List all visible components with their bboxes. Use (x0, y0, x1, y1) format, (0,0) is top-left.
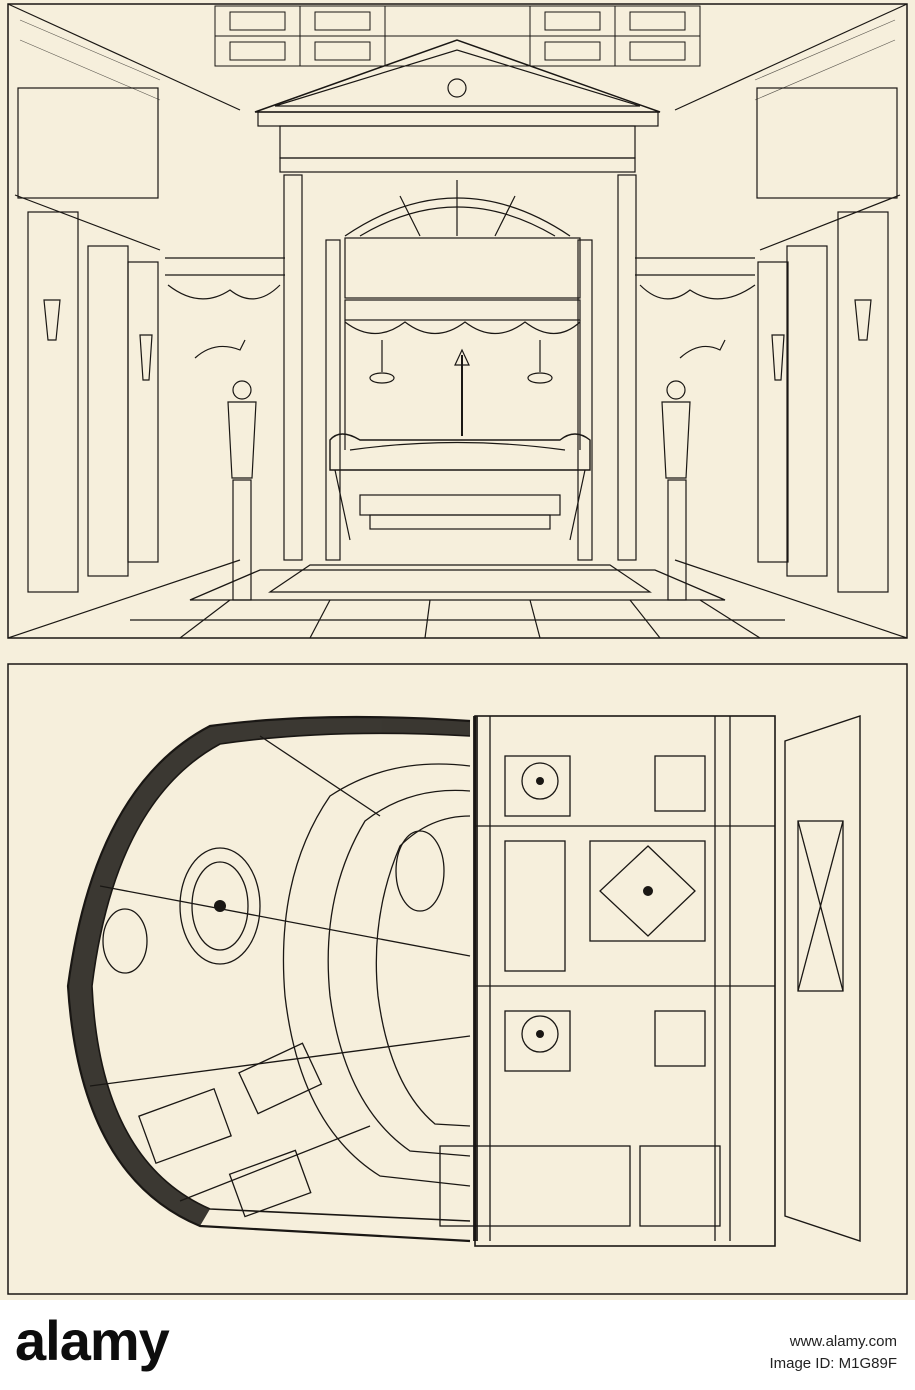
image-id: Image ID: M1G89F (769, 1355, 897, 1372)
vaulted-ceiling-illustration (7, 663, 908, 1295)
engraving-vaulted-ceiling (0, 656, 915, 1300)
watermark-footer (0, 1300, 915, 1390)
room-interior-illustration (7, 3, 908, 639)
alamy-logo: alamy (15, 1309, 170, 1372)
stock-url: www.alamy.com (789, 1333, 897, 1350)
engraving-room-interior (0, 0, 915, 656)
